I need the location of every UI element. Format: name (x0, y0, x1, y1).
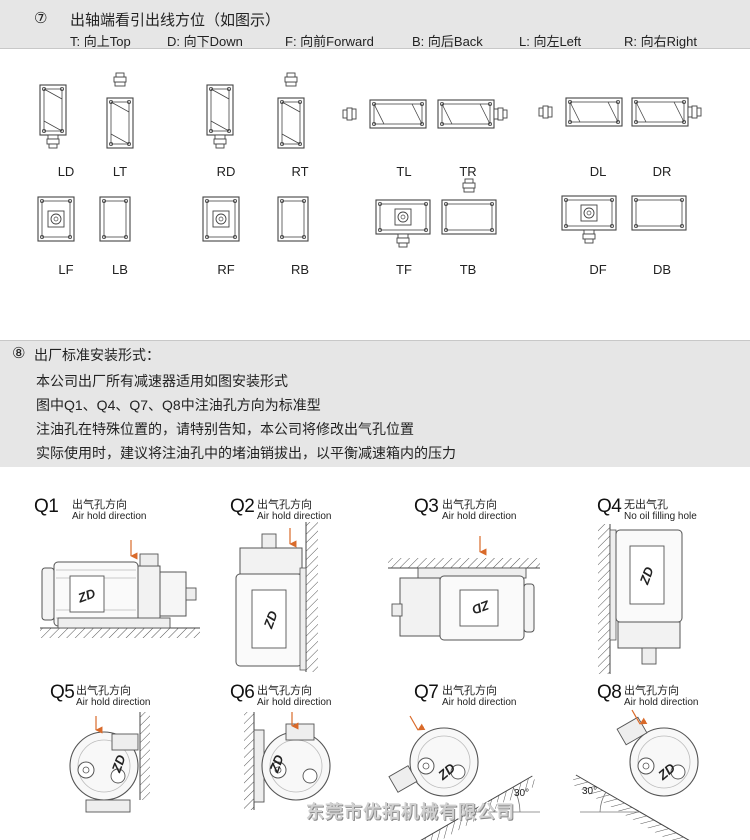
q1-number: Q1 (34, 496, 59, 517)
label-tb: TB (459, 262, 477, 277)
section7-title: 出轴端看引出线方位（如图示） (70, 12, 281, 29)
q3-cn: 出气孔方向 (442, 499, 497, 511)
diagram-q4 (598, 524, 683, 674)
section8-title: 出厂标准安装形式： (34, 347, 160, 363)
q1-en: Air hold direction (72, 511, 147, 522)
section8-panel (0, 340, 750, 467)
diagram-q8 (570, 709, 707, 840)
label-ld: LD (57, 164, 75, 179)
section7-number: ⑦ (34, 10, 48, 27)
label-tf: TF (396, 262, 412, 277)
q2-en: Air hold direction (257, 511, 332, 522)
label-dr: DR (652, 164, 672, 179)
direction-top: T: 向上Top (70, 34, 131, 49)
q3-number: Q3 (414, 496, 439, 517)
company-watermark: 东莞市优拓机械有限公司 (306, 802, 515, 822)
section8-line-4: 实际使用时，建议将注油孔中的堵油销拔出，以平衡减速箱内的压力 (36, 445, 456, 461)
label-lt: LT (112, 164, 128, 179)
q7-number: Q7 (414, 682, 439, 703)
diagram-q3 (388, 536, 540, 641)
q4-number: Q4 (597, 496, 622, 517)
label-dl: DL (589, 164, 607, 179)
q2-number: Q2 (230, 496, 255, 517)
label-lb: LB (112, 262, 128, 277)
q3-en: Air hold direction (442, 511, 517, 522)
q8-en: Air hold direction (624, 697, 699, 708)
angle-label-q8: 30° (582, 786, 598, 797)
direction-back: B: 向后Back (412, 34, 483, 49)
diagram-q2 (235, 522, 318, 672)
section8-number: ⑧ (12, 345, 26, 362)
label-lf: LF (58, 262, 74, 277)
direction-left: L: 向左Left (519, 34, 582, 49)
q7-cn: 出气孔方向 (442, 685, 497, 697)
label-rt: RT (291, 164, 309, 179)
section7-header (0, 0, 750, 49)
diagram-q1 (40, 540, 200, 638)
q6-en: Air hold direction (257, 697, 332, 708)
diagram-q6 (244, 712, 331, 810)
label-tl: TL (396, 164, 412, 179)
q5-cn: 出气孔方向 (76, 685, 131, 697)
q2-cn: 出气孔方向 (257, 499, 312, 511)
direction-right: R: 向右Right (624, 34, 697, 49)
q7-en: Air hold direction (442, 697, 517, 708)
diagram-q5 (69, 712, 150, 813)
label-tr: TR (459, 164, 477, 179)
q8-number: Q8 (597, 682, 622, 703)
label-rf: RF (217, 262, 235, 277)
label-rd: RD (216, 164, 236, 179)
q5-en: Air hold direction (76, 697, 151, 708)
q6-cn: 出气孔方向 (257, 685, 312, 697)
label-df: DF (589, 262, 607, 277)
section8-line-3: 注油孔在特殊位置的，请特别告知，本公司将修改出气孔位置 (36, 421, 414, 437)
diagram-q7 (388, 715, 540, 840)
direction-forward: F: 向前Forward (285, 34, 374, 49)
q4-en: No oil filling hole (624, 511, 697, 522)
section8-line-1: 本公司出厂所有减速器适用如图安装形式 (36, 373, 288, 389)
q8-cn: 出气孔方向 (624, 685, 679, 697)
section8-line-2: 图中Q1、Q4、Q7、Q8中注油孔方向为标准型 (36, 397, 321, 413)
q1-cn: 出气孔方向 (72, 499, 127, 511)
q4-cn: 无出气孔 (624, 499, 668, 511)
angle-label-q7: 30° (514, 788, 530, 799)
q6-number: Q6 (230, 682, 255, 703)
label-rb: RB (290, 262, 310, 277)
q5-number: Q5 (50, 682, 75, 703)
direction-down: D: 向下Down (167, 34, 243, 49)
label-db: DB (652, 262, 672, 277)
